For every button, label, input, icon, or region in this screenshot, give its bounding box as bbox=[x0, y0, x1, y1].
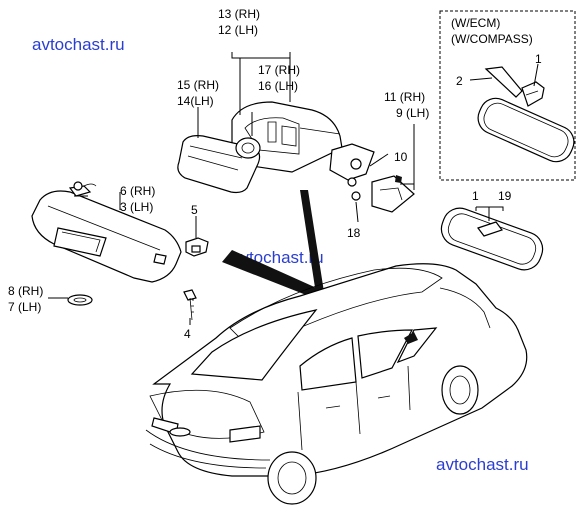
pointer-sun-visor bbox=[222, 250, 330, 302]
screw bbox=[183, 289, 197, 321]
leader-1-inset bbox=[533, 63, 539, 87]
callout-8: 8 (RH) bbox=[8, 284, 43, 298]
sun-visor bbox=[31, 181, 182, 283]
callout-1-inset: 1 bbox=[535, 52, 542, 66]
callout-16: 16 (LH) bbox=[258, 79, 298, 93]
watermark-top-left: avtochast.ru bbox=[32, 35, 125, 54]
leader-10 bbox=[369, 153, 389, 167]
watermark-bottom-right: avtochast.ru bbox=[436, 455, 529, 474]
callout-1-room-mirror: 1 bbox=[472, 189, 479, 203]
inset-mirror bbox=[477, 66, 575, 163]
callout-18: 18 bbox=[347, 226, 361, 240]
callout-19: 19 bbox=[498, 189, 512, 203]
callout-7: 7 (LH) bbox=[8, 300, 41, 314]
leader-2 bbox=[469, 77, 493, 81]
callout-11: 11 (RH) bbox=[384, 90, 425, 104]
ecm-compass-inset: (W/ECM) (W/COMPASS) 2 1 bbox=[439, 10, 576, 181]
callout-17: 17 (RH) bbox=[258, 63, 300, 77]
callout-15: 15 (RH) bbox=[177, 78, 219, 92]
callout-5: 5 bbox=[191, 203, 198, 217]
leader-18 bbox=[355, 201, 359, 223]
callout-9: 9 (LH) bbox=[396, 106, 429, 120]
callout-2: 2 bbox=[456, 74, 463, 88]
callout-10: 10 bbox=[394, 150, 408, 164]
callout-4: 4 bbox=[184, 327, 191, 341]
callout-13: 13 (RH) bbox=[218, 7, 260, 21]
visor-clip bbox=[67, 294, 93, 306]
car-illustration bbox=[145, 263, 528, 505]
room-mirror bbox=[440, 206, 544, 271]
inset-title-compass: (W/COMPASS) bbox=[451, 32, 533, 46]
leader-13-12 bbox=[231, 52, 291, 59]
callout-6: 6 (RH) bbox=[120, 184, 155, 198]
outside-mirror-assembly bbox=[177, 101, 415, 213]
inset-title-ecm: (W/ECM) bbox=[451, 16, 500, 30]
callout-3: 3 (LH) bbox=[120, 200, 153, 214]
callout-14: 14(LH) bbox=[177, 94, 214, 108]
inset-border bbox=[439, 10, 576, 181]
visor-retainer bbox=[185, 237, 209, 257]
callout-12: 12 (LH) bbox=[218, 23, 258, 37]
pointer-outside-mirror bbox=[300, 190, 324, 294]
